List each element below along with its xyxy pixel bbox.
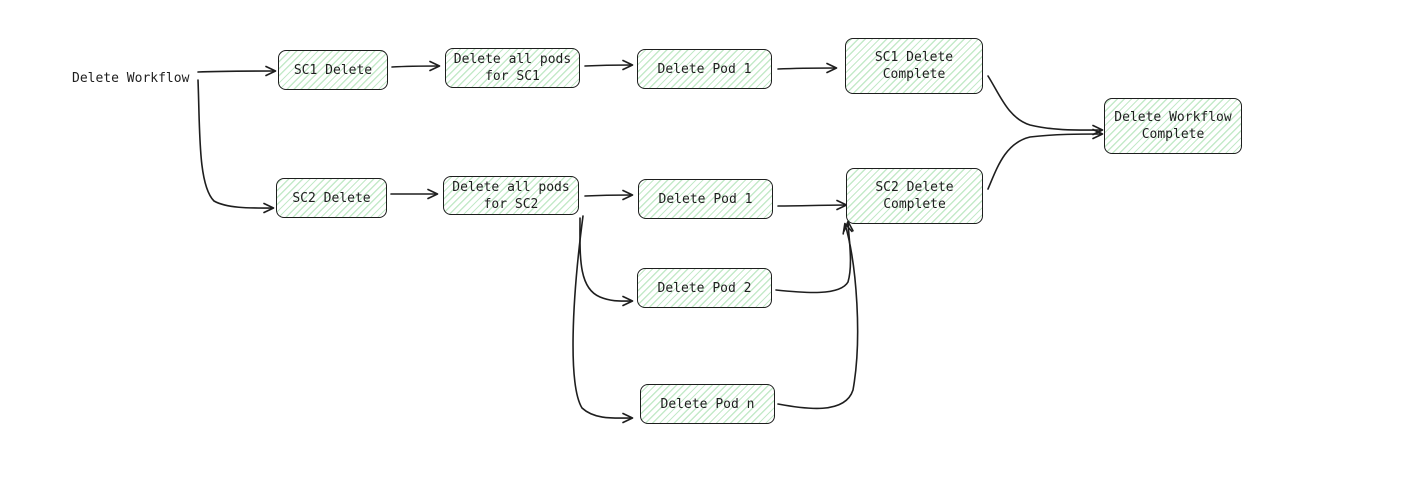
edge-sc2-pod-2-to-sc2-complete — [775, 220, 854, 294]
edge-sc1-complete-to-workflow-complete — [987, 75, 1104, 136]
node-sc2-delete-pod-1[interactable]: Delete Pod 1 — [638, 179, 773, 219]
edge-sc2-pod-1-to-sc2-complete — [777, 199, 848, 211]
edge-sc2-all-pods-to-sc2-pod-2 — [579, 217, 634, 307]
edge-sc1-delete-to-sc1-all-pods — [391, 60, 441, 72]
edge-sc2-all-pods-to-sc2-pod-n — [572, 215, 634, 424]
node-sc2-delete-pod-n[interactable]: Delete Pod n — [640, 384, 775, 424]
edge-start-to-sc2-delete — [197, 79, 275, 214]
edge-start-to-sc1-delete — [197, 65, 277, 77]
node-sc2-delete-all-pods[interactable]: Delete all pods for SC2 — [443, 176, 579, 215]
node-sc2-delete[interactable]: SC2 Delete — [276, 178, 387, 218]
edge-sc2-all-pods-to-sc2-pod-1 — [584, 189, 634, 201]
node-sc1-delete-pod-1[interactable]: Delete Pod 1 — [637, 49, 772, 89]
edge-sc2-complete-to-workflow-complete — [987, 128, 1104, 190]
node-sc2-delete-complete[interactable]: SC2 Delete Complete — [846, 168, 983, 224]
start-label-delete-workflow: Delete Workflow — [72, 71, 190, 86]
node-sc1-delete-complete[interactable]: SC1 Delete Complete — [845, 38, 983, 94]
node-sc2-delete-pod-2[interactable]: Delete Pod 2 — [637, 268, 772, 308]
node-sc1-delete-all-pods[interactable]: Delete all pods for SC1 — [445, 48, 580, 88]
edge-sc2-pod-n-to-sc2-complete — [777, 222, 859, 410]
edge-sc1-pod-1-to-sc1-complete — [777, 62, 838, 74]
edge-sc1-all-pods-to-sc1-pod-1 — [584, 59, 634, 71]
node-sc1-delete[interactable]: SC1 Delete — [278, 50, 388, 90]
node-delete-workflow-complete[interactable]: Delete Workflow Complete — [1104, 98, 1242, 154]
